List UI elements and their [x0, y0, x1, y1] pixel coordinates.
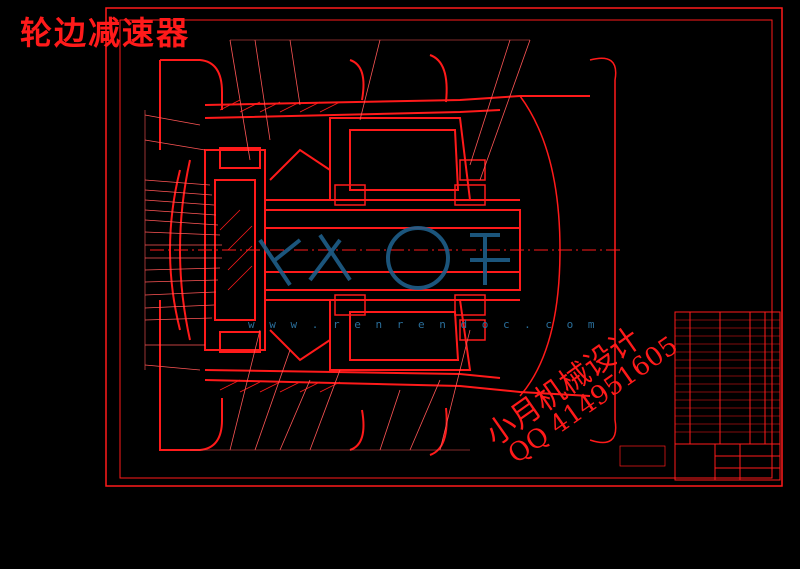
half-shaft: [150, 209, 620, 291]
section-hatching: [219, 99, 341, 393]
inner-frame: [119, 19, 773, 479]
hub-housing-lower: [159, 299, 591, 456]
watermark-logo: [258, 226, 510, 290]
wheel-rim: [519, 57, 617, 444]
outer-frame: [105, 7, 783, 487]
title-block: [619, 443, 781, 481]
hub-housing-upper: [159, 54, 590, 201]
parts-list-table: [674, 311, 781, 445]
drawing-title: 轮边减速器: [20, 14, 191, 52]
part-leader-lines: [144, 39, 531, 451]
bearings: [334, 159, 486, 341]
